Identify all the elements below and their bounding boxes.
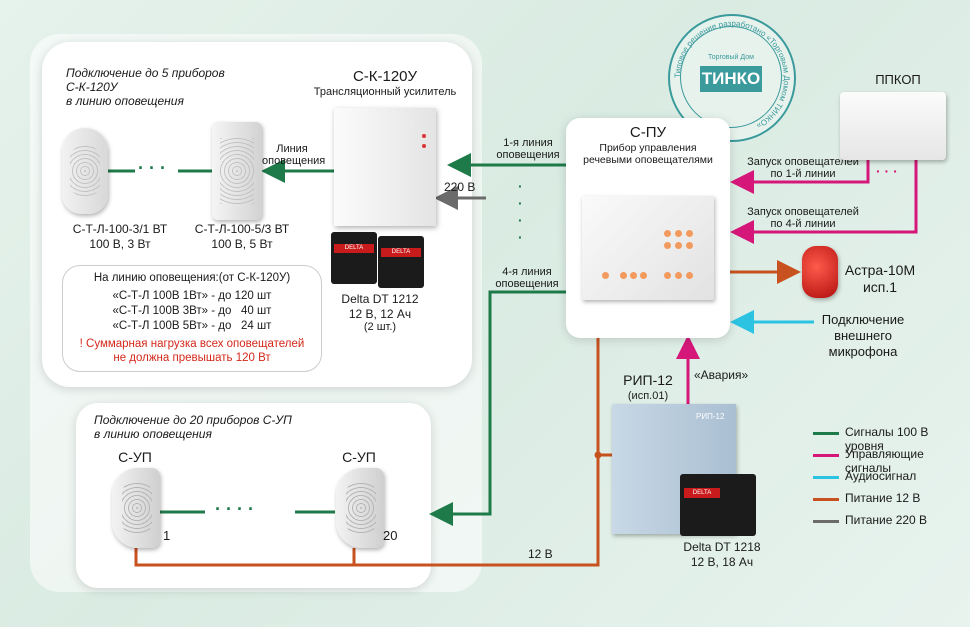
battery-dt1212-b: DELTA: [378, 236, 424, 288]
ppkop-dots: · · ·: [876, 163, 898, 179]
legend-item: Аудиосигнал: [813, 469, 970, 483]
speaker-dots: · · ·: [138, 158, 166, 178]
legend-item: Сигналы 100 В уровня: [813, 425, 970, 453]
seal-ring-text: Типовое решение разработано «Торговым До…: [673, 19, 791, 131]
legend-swatch: [813, 454, 839, 457]
note-row: «С-Т-Л 100В 3Вт» - до 40 шт: [112, 305, 272, 317]
seal-brand-sub: Торговый Дом: [708, 54, 754, 61]
note-header: На линию оповещения:(от С-К-120У): [93, 272, 291, 284]
line4-label: 4-я линия оповещения: [495, 266, 559, 290]
amp-title: С-К-120У: [352, 68, 418, 85]
battery-dt1212-label: Delta DT 1212 12 В, 12 Ач: [341, 292, 419, 321]
svg-text:Типовое решение разработано «Т: Типовое решение разработано «Торговым До…: [673, 19, 791, 131]
speaker-cup-20: [336, 468, 384, 548]
spu-device: [582, 196, 714, 300]
panel-top-title: Подключение до 5 приборов С-К-120У в лин…: [66, 66, 225, 108]
legend-label: Аудиосигнал: [845, 469, 917, 483]
legend-label: Управляющие сигналы: [845, 447, 924, 475]
ppkop-device: [840, 92, 946, 160]
cup-dots: · · · ·: [215, 499, 254, 519]
spu-card: С-ПУ Прибор управления речевыми оповещат…: [566, 118, 730, 338]
battery-brand: DELTA: [381, 248, 421, 257]
legend-swatch: [813, 498, 839, 501]
speaker2-label: С-Т-Л-100-5/3 ВТ 100 В, 5 Вт: [194, 222, 290, 251]
spu-title: С-ПУ: [629, 124, 667, 141]
rip-title: РИП-12: [623, 372, 673, 388]
amplifier-sk120u: [334, 108, 436, 226]
seal-logo: ТИНКО: [700, 66, 762, 92]
battery-count: (2 шт.): [363, 321, 397, 333]
spu-subtitle: Прибор управления речевыми оповещателями: [583, 142, 713, 166]
launch1-label: Запуск оповещателей по 1-й линии: [747, 156, 859, 180]
note-row: «С-Т-Л 100В 1Вт» - до 120 шт: [112, 290, 272, 302]
wire-launch1: [730, 160, 870, 194]
load-note: На линию оповещения:(от С-К-120У) «С-Т-Л…: [62, 265, 322, 372]
battery-dt1218-label: Delta DT 1218 12 В, 18 Ач: [683, 540, 761, 569]
mic-label: Подключение внешнего микрофона: [821, 312, 905, 359]
cup-right-label: С-УП: [342, 449, 376, 465]
astra-siren: [802, 246, 838, 298]
ppkop-title: ППКОП: [875, 72, 921, 87]
tinko-seal: ТИНКО Торговый Дом Типовое решение разра…: [668, 14, 796, 142]
legend-label: Питание 12 В: [845, 491, 921, 505]
seal-brand: ТИНКО: [701, 69, 761, 88]
wire-launch4: [730, 160, 918, 244]
voltage-12-label: 12 В: [528, 547, 553, 561]
speaker-stl-5-3: [212, 122, 262, 220]
line-label: Линия оповещения: [262, 143, 326, 167]
rip-subtitle: (исп.01): [627, 390, 669, 402]
speaker-stl-3-1: [62, 128, 108, 214]
rip-face-label: РИП-12: [696, 412, 725, 421]
wire-line4: [429, 290, 566, 526]
legend-swatch: [813, 520, 839, 523]
cup-left-num: 1: [163, 528, 171, 543]
battery-brand: DELTA: [334, 244, 374, 253]
legend-label: Питание 220 В: [845, 513, 928, 527]
vertical-dots: · · · ·: [518, 178, 523, 245]
amp-subtitle: Трансляционный усилитель: [313, 86, 457, 98]
astra-label: Астра-10М исп.1: [844, 262, 916, 295]
battery-dt1212-a: DELTA: [331, 232, 377, 284]
legend-item: Питание 220 В: [813, 513, 970, 527]
legend-swatch: [813, 432, 839, 435]
cup-left-label: С-УП: [118, 449, 152, 465]
note-row: «С-Т-Л 100В 5Вт» - до 24 шт: [112, 320, 272, 332]
legend-item: Управляющие сигналы: [813, 447, 970, 475]
speaker1-label: С-Т-Л-100-3/1 ВТ 100 В, 3 Вт: [72, 222, 168, 251]
line1-label: 1-я линия оповещения: [496, 137, 560, 161]
panel-bottom-title: Подключение до 20 приборов С-УП в линию …: [94, 413, 292, 441]
legend-label: Сигналы 100 В уровня: [845, 425, 929, 453]
speaker-cup-1: [112, 468, 160, 548]
legend-item: Питание 12 В: [813, 491, 970, 505]
avaria-label: «Авария»: [694, 368, 749, 382]
note-warning: ! Суммарная нагрузка всех оповещателей н…: [79, 338, 305, 364]
battery-brand: DELTA: [684, 488, 720, 498]
battery-dt1218: DELTA: [680, 474, 756, 536]
legend-swatch: [813, 476, 839, 479]
voltage-220-label: 220 В: [444, 180, 476, 194]
cup-right-num: 20: [383, 528, 398, 543]
launch4-label: Запуск оповещателей по 4-й линии: [747, 206, 859, 230]
